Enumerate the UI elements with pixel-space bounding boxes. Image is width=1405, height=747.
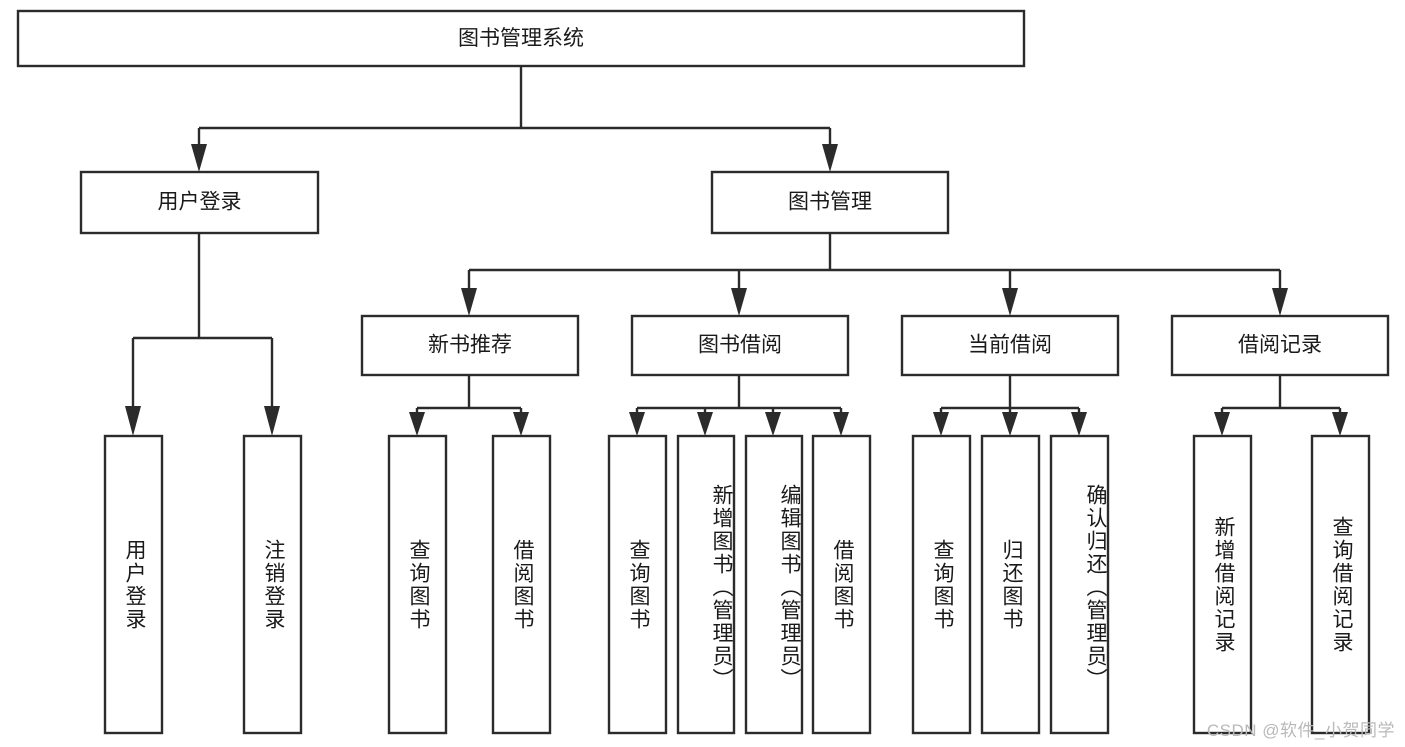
node-leaf-return-book-box[interactable] bbox=[980, 434, 1041, 735]
arrowhead-book-borrow bbox=[731, 288, 747, 316]
node-user-login[interactable]: 用户登录 bbox=[79, 170, 320, 235]
node-book-borrow-label: 图书借阅 bbox=[698, 334, 782, 357]
node-user-login-box[interactable] bbox=[79, 170, 320, 235]
arrowhead-leaf-query-book-3 bbox=[933, 412, 949, 436]
node-leaf-query-book-3-box[interactable] bbox=[911, 434, 972, 735]
arrowhead-leaf-query-book-2 bbox=[629, 412, 645, 436]
node-leaf-query-record-box[interactable] bbox=[1310, 434, 1371, 735]
node-book-manage-label: 图书管理 bbox=[788, 191, 872, 214]
node-leaf-borrow-book-2-box[interactable] bbox=[811, 434, 872, 735]
connector-group-user-login bbox=[125, 233, 280, 436]
connector-group-new-book-recommend bbox=[409, 375, 529, 436]
node-leaf-add-record-box[interactable] bbox=[1192, 434, 1253, 735]
connector-group-book-manage bbox=[461, 233, 1288, 316]
node-new-book-recommend[interactable]: 新书推荐 bbox=[360, 314, 580, 377]
node-current-borrow-box[interactable] bbox=[900, 314, 1120, 377]
arrowhead-leaf-add-book bbox=[697, 412, 713, 436]
node-new-book-recommend-label: 新书推荐 bbox=[428, 334, 512, 357]
node-current-borrow[interactable]: 当前借阅 bbox=[900, 314, 1120, 377]
arrowhead-new-book bbox=[461, 288, 477, 316]
arrowhead-leaf-confirm-return bbox=[1071, 412, 1087, 436]
node-root-label: 图书管理系统 bbox=[458, 27, 584, 50]
arrowhead-leaf-logout bbox=[264, 406, 280, 436]
node-book-borrow[interactable]: 图书借阅 bbox=[630, 314, 850, 377]
arrowhead-leaf-user-login bbox=[125, 406, 141, 436]
arrowhead-leaf-add-record bbox=[1214, 412, 1230, 436]
node-leaf-add-book-box[interactable] bbox=[676, 434, 736, 735]
arrowhead-leaf-return-book bbox=[1002, 412, 1018, 436]
node-user-login-label: 用户登录 bbox=[158, 191, 242, 214]
connector-group-root bbox=[191, 66, 838, 172]
connector-group-borrow-record bbox=[1214, 375, 1348, 436]
node-leaf-user-login-box[interactable] bbox=[103, 434, 164, 735]
node-leaf-borrow-book-1-box[interactable] bbox=[491, 434, 552, 735]
arrowhead-leaf-query-book-1 bbox=[409, 412, 425, 436]
arrowhead-book-manage bbox=[822, 144, 838, 172]
node-leaf-edit-book-box[interactable] bbox=[744, 434, 804, 735]
arrowhead-leaf-edit-book bbox=[765, 412, 781, 436]
arrowhead-leaf-borrow-book-1 bbox=[513, 412, 529, 436]
node-leaf-query-book-1-box[interactable] bbox=[387, 434, 448, 735]
node-leaf-logout-login-box[interactable] bbox=[242, 434, 303, 735]
arrowhead-current-borrow bbox=[1002, 288, 1018, 316]
node-book-manage[interactable]: 图书管理 bbox=[710, 170, 950, 235]
node-new-book-recommend-box[interactable] bbox=[360, 314, 580, 377]
node-leaf-query-book-2-box[interactable] bbox=[607, 434, 668, 735]
node-leaf-confirm-return-box[interactable] bbox=[1049, 434, 1110, 735]
arrowhead-leaf-borrow-book-2 bbox=[833, 412, 849, 436]
arrowhead-user-login bbox=[191, 144, 207, 172]
node-borrow-record-box[interactable] bbox=[1170, 314, 1390, 377]
node-book-borrow-box[interactable] bbox=[630, 314, 850, 377]
node-root-box[interactable] bbox=[16, 9, 1026, 68]
connector-group-current-borrow bbox=[933, 375, 1087, 436]
arrowhead-borrow-record bbox=[1272, 288, 1288, 316]
node-borrow-record[interactable]: 借阅记录 bbox=[1170, 314, 1390, 377]
connector-group-book-borrow bbox=[629, 375, 849, 436]
csdn-watermark: CSDN @软件_小贺同学 bbox=[1206, 721, 1395, 740]
node-borrow-record-label: 借阅记录 bbox=[1238, 334, 1322, 357]
arrowhead-leaf-query-record bbox=[1332, 412, 1348, 436]
node-current-borrow-label: 当前借阅 bbox=[968, 334, 1052, 357]
node-root[interactable]: 图书管理系统 bbox=[16, 9, 1026, 68]
node-book-manage-box[interactable] bbox=[710, 170, 950, 235]
